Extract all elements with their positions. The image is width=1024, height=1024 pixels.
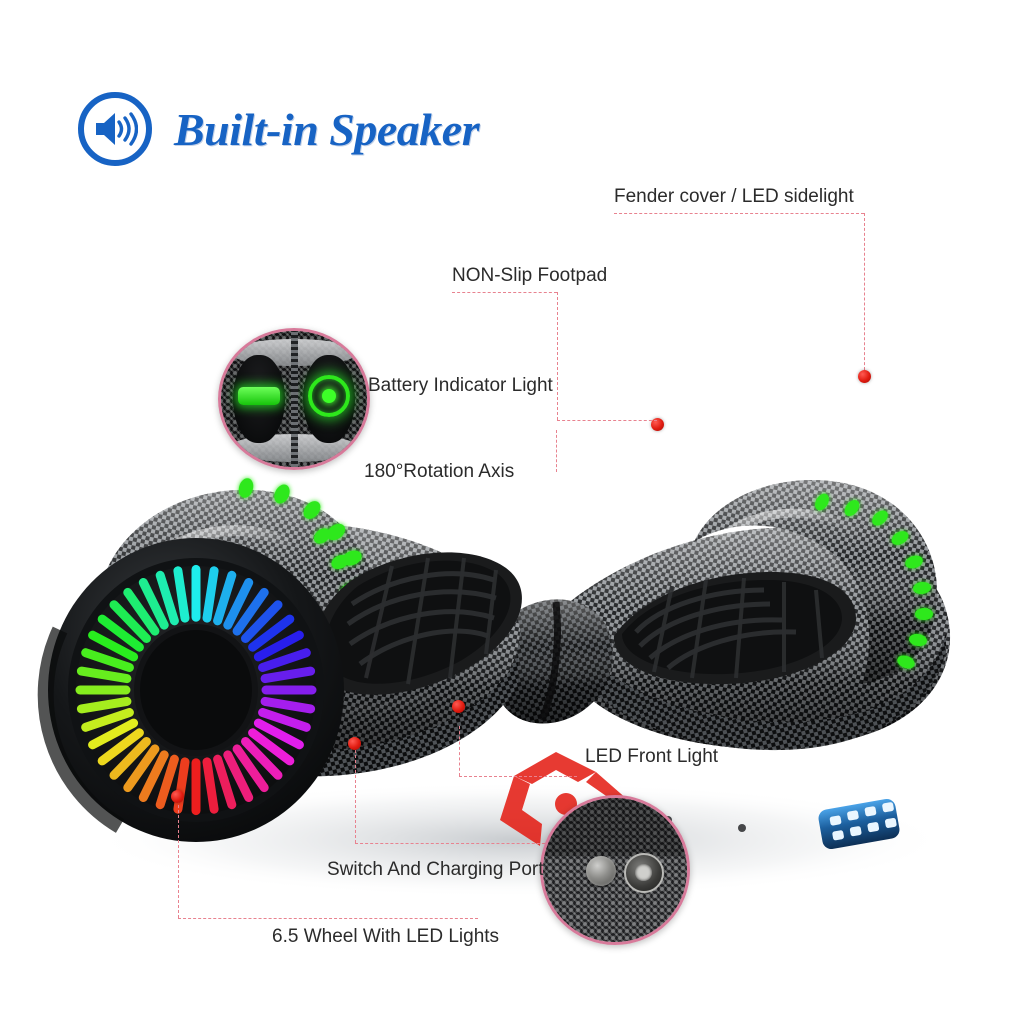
callout-led-front-light: LED Front Light — [585, 746, 719, 767]
battery-bar-pod — [232, 355, 286, 443]
leader-footpad — [452, 292, 557, 293]
left-footpad — [313, 552, 522, 695]
callout-rotation-axis: 180°Rotation Axis — [364, 461, 515, 482]
inset-upper-shade — [543, 798, 687, 856]
power-button-icon — [586, 855, 617, 886]
right-footpad — [613, 572, 856, 685]
leader-wheel — [178, 918, 478, 919]
inset-center-seam — [291, 331, 299, 467]
right-front-led-panel — [818, 798, 900, 850]
callout-battery-indicator: Battery Indicator Light — [368, 375, 553, 396]
led-wheel — [37, 538, 344, 842]
hoverboard-illustration — [37, 478, 951, 898]
marker-switch — [348, 737, 361, 750]
callout-switch-charging: Switch And Charging Port — [327, 859, 544, 880]
callout-fender-cover: Fender cover / LED sidelight — [614, 186, 854, 207]
marker-wheel — [171, 790, 184, 803]
leader-front-led — [459, 776, 577, 777]
left-chassis — [37, 478, 522, 842]
page-title: Built-in Speaker — [174, 103, 480, 155]
battery-indicator-inset — [218, 328, 370, 470]
leader-switch — [355, 843, 555, 844]
callout-non-slip-footpad: NON-Slip Footpad — [452, 265, 608, 286]
leader-fender-cover-drop — [864, 213, 865, 375]
speaker-icon — [78, 92, 152, 166]
battery-bar-indicator — [237, 387, 280, 406]
right-chassis — [552, 480, 951, 850]
leader-front-led-drop — [459, 726, 460, 776]
leader-footpad-drop — [557, 292, 558, 420]
leader-switch-drop — [355, 745, 356, 843]
rgb-led-ring — [75, 564, 317, 816]
switch-charging-inset — [540, 795, 690, 945]
marker-footpad — [651, 418, 664, 431]
marker-front-led — [452, 700, 465, 713]
center-pivot — [490, 599, 628, 846]
leader-rotation-axis — [556, 430, 557, 472]
right-led-sidelights — [815, 493, 933, 669]
charging-port-icon — [623, 852, 664, 893]
header: Built-in Speaker — [78, 92, 480, 166]
leader-footpad-b — [557, 420, 657, 421]
power-indicator-ring — [308, 375, 351, 418]
power-ring-pod — [302, 355, 356, 443]
leader-wheel-drop — [178, 800, 179, 918]
callout-wheel-led: 6.5 Wheel With LED Lights — [272, 926, 500, 947]
leader-fender-cover — [614, 213, 864, 214]
marker-fender-cover — [858, 370, 871, 383]
